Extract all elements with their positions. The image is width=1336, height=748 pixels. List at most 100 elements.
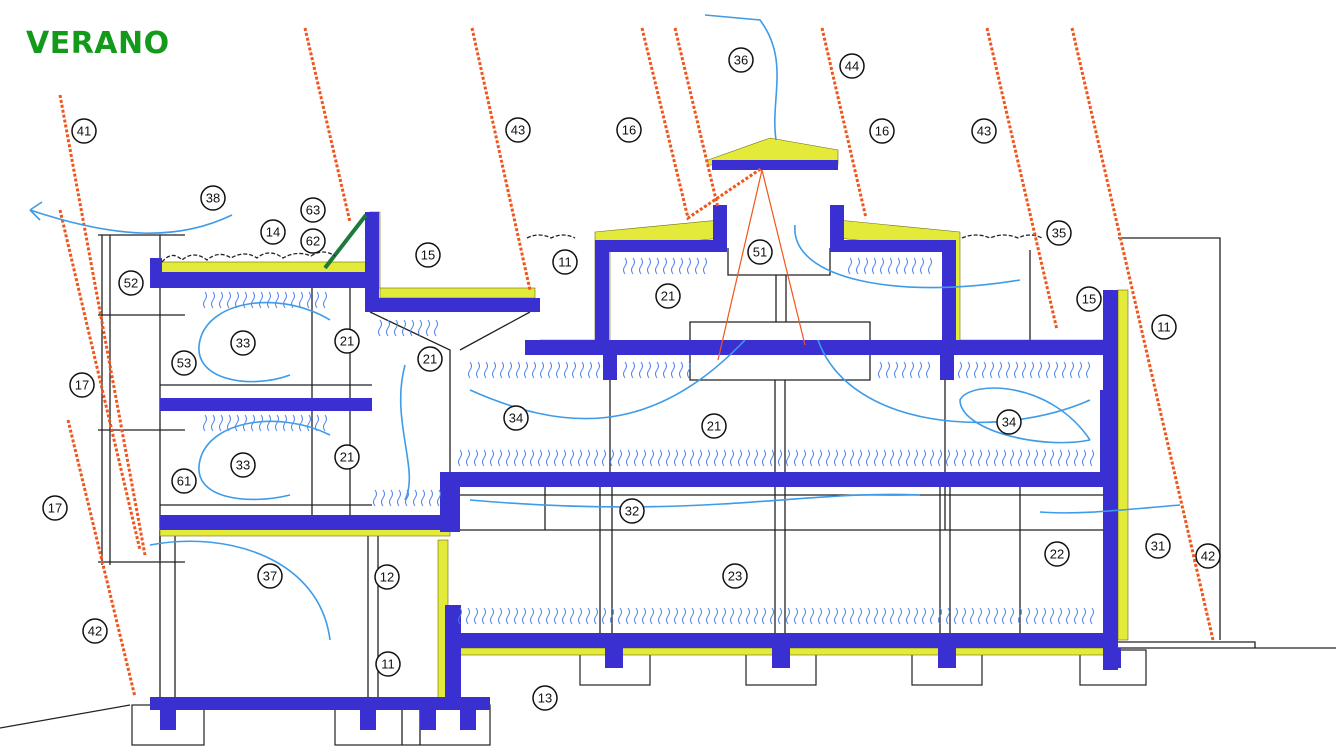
cooling-wave [650,449,654,467]
cooling-wave [1074,449,1078,467]
cooling-wave [856,257,860,275]
cooling-wave [858,607,862,625]
cooling-wave [219,291,223,309]
label-number: 33 [236,336,250,351]
cooling-wave [498,607,502,625]
cooling-wave [850,607,854,625]
cooling-wave [426,319,430,337]
cooling-wave [698,449,702,467]
label-circle [1044,541,1070,567]
cooling-wave [738,607,742,625]
cooling-wave [538,607,542,625]
reference-label: 36 [728,47,754,73]
label-number: 42 [1201,549,1215,564]
cooling-wave [882,449,886,467]
cooling-wave [219,414,223,432]
label-circle [971,118,997,144]
cooling-wave [682,607,686,625]
reference-label: 34 [503,405,529,431]
label-circle [1195,543,1221,569]
cooling-wave [730,449,734,467]
cooling-wave [259,414,263,432]
cooling-wave [770,607,774,625]
cooling-wave [810,449,814,467]
cooling-wave [259,291,263,309]
label-number: 42 [88,624,102,639]
cooling-wave [618,449,622,467]
label-circle [417,346,443,372]
label-circle [375,651,401,677]
label-number: 12 [380,570,394,585]
cooling-wave [514,449,518,467]
ground-line [0,641,1336,729]
cooling-wave [203,291,207,309]
cooling-wave [1010,449,1014,467]
reference-label: 34 [996,409,1022,435]
label-circle [747,239,773,265]
cooling-wave [914,607,918,625]
cooling-wave [848,257,852,275]
cooling-wave [858,449,862,467]
cooling-wave [1030,361,1034,379]
cooling-wave [962,449,966,467]
cooling-wave [1090,449,1094,467]
label-circle [42,495,68,521]
cooling-wave [540,361,544,379]
cooling-wave [1002,607,1006,625]
cooling-wave [1058,449,1062,467]
cooling-wave [674,607,678,625]
cooling-wave [397,489,401,507]
cooling-wave [928,257,932,275]
label-circle [257,563,283,589]
reference-label: 42 [1195,543,1221,569]
cooling-wave [896,257,900,275]
cooling-wave [842,607,846,625]
cooling-wave [413,489,417,507]
label-number: 52 [124,276,138,291]
cooling-wave [492,361,496,379]
cooling-wave [1026,449,1030,467]
label-circle [118,270,144,296]
cooling-wave [682,449,686,467]
label-number: 21 [340,450,354,465]
reference-label: 17 [69,372,95,398]
cooling-wave [994,449,998,467]
cooling-wave [251,291,255,309]
cooling-wave [746,607,750,625]
cooling-wave [746,449,750,467]
cooling-wave [618,607,622,625]
cooling-wave [786,449,790,467]
label-number: 13 [538,691,552,706]
label-number: 17 [48,501,62,516]
reference-label: 15 [415,242,441,268]
label-circle [374,564,400,590]
cooling-wave [986,449,990,467]
cooling-wave [508,361,512,379]
reference-label: 15 [1076,286,1102,312]
label-number: 34 [509,411,523,426]
cooling-wave [564,361,568,379]
cooling-wave [864,257,868,275]
reference-label: 21 [701,413,727,439]
cooling-wave [315,291,319,309]
cooling-wave [594,607,598,625]
cooling-wave [754,607,758,625]
cooling-wave [647,257,651,275]
cooling-wave [826,607,830,625]
cooling-wave [730,607,734,625]
cooling-wave [639,361,643,379]
cooling-wave [994,607,998,625]
cooling-wave [1010,607,1014,625]
cooling-wave [524,361,528,379]
label-number: 41 [77,124,91,139]
cooling-wave [586,607,590,625]
label-circle [334,444,360,470]
cooling-wave [890,607,894,625]
reference-label: 41 [71,118,97,144]
cooling-wave [1074,607,1078,625]
cooling-wave [655,257,659,275]
label-circle [552,249,578,275]
reference-label: 21 [655,283,681,309]
